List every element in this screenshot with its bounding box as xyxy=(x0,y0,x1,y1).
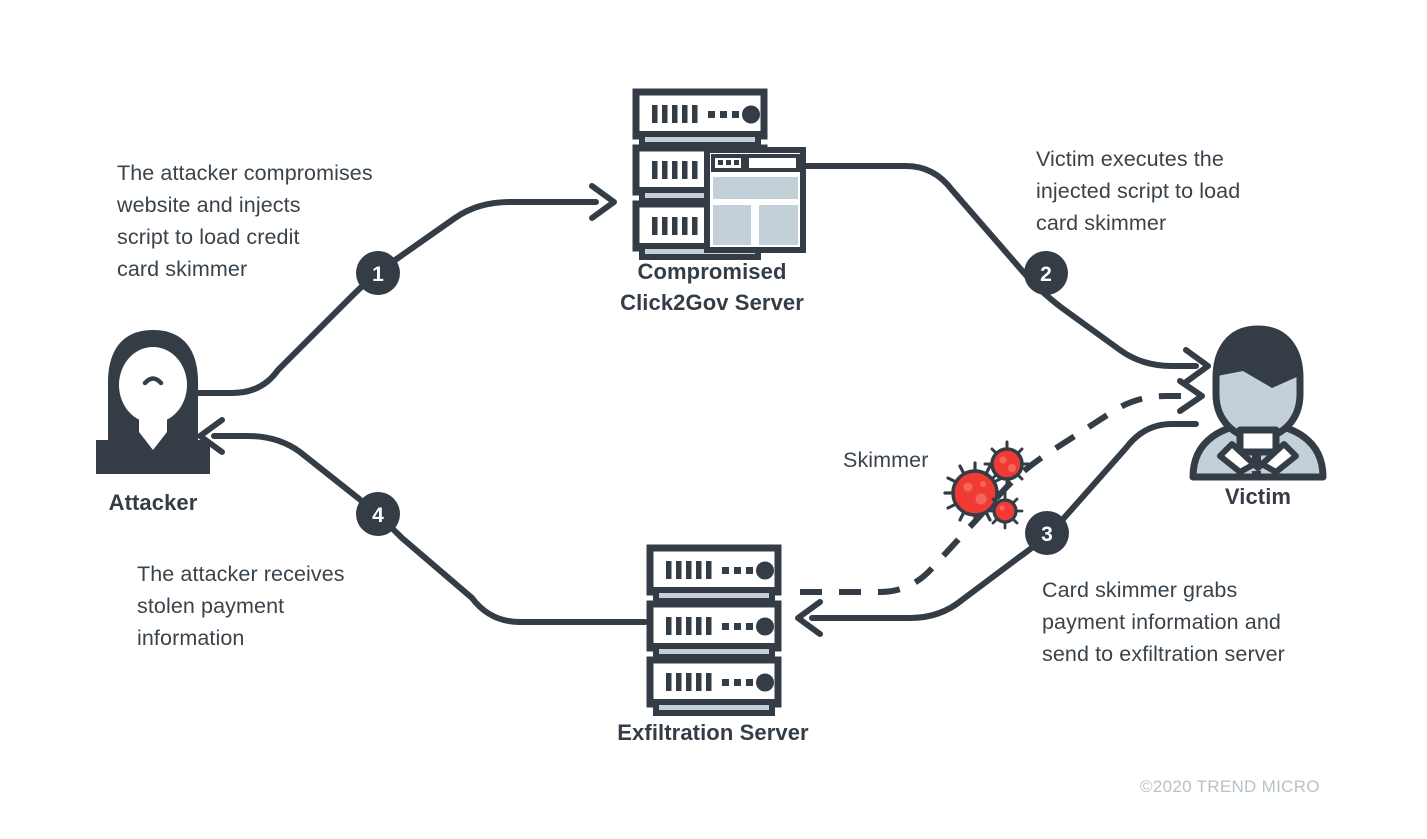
virus-particles-icon xyxy=(943,440,1031,530)
step-badge-4: 4 xyxy=(356,492,400,536)
server-rack-icon xyxy=(650,548,778,713)
copyright-notice: ©2020 TREND MICRO xyxy=(1140,777,1320,796)
compromised-server-label: Compromised Click2Gov Server xyxy=(620,259,804,315)
server-rack-with-browser-icon xyxy=(636,92,806,257)
step-3-description: Card skimmer grabs payment information a… xyxy=(1042,578,1285,666)
step-badge-3-number: 3 xyxy=(1041,523,1053,546)
skimmer-label: Skimmer xyxy=(843,448,929,472)
victim-person-icon xyxy=(1189,325,1327,481)
attacker-label: Attacker xyxy=(108,490,198,515)
arrowhead-step-3 xyxy=(795,599,823,637)
step-badge-1-number: 1 xyxy=(372,263,384,286)
step-badge-2-number: 2 xyxy=(1040,263,1052,286)
step-badge-2: 2 xyxy=(1024,251,1068,295)
arrowhead-step-2 xyxy=(1183,347,1211,385)
step-badge-3: 3 xyxy=(1025,511,1069,555)
arrowhead-step-4 xyxy=(197,417,225,455)
connector-skimmer-dashed xyxy=(800,378,1205,595)
arrowhead-skimmer-dashed xyxy=(1177,378,1205,414)
arrowhead-step-1 xyxy=(589,183,617,221)
browser-window-icon xyxy=(704,147,806,253)
exfiltration-server-label: Exfiltration Server xyxy=(617,720,809,745)
attacker-person-icon xyxy=(96,330,210,474)
step-1-description: The attacker compromises website and inj… xyxy=(117,161,373,281)
step-badge-4-number: 4 xyxy=(372,504,384,527)
victim-label: Victim xyxy=(1224,484,1292,509)
step-4-description: The attacker receives stolen payment inf… xyxy=(137,562,345,650)
step-2-description: Victim executes the injected script to l… xyxy=(1036,147,1241,235)
step-badge-1: 1 xyxy=(356,251,400,295)
